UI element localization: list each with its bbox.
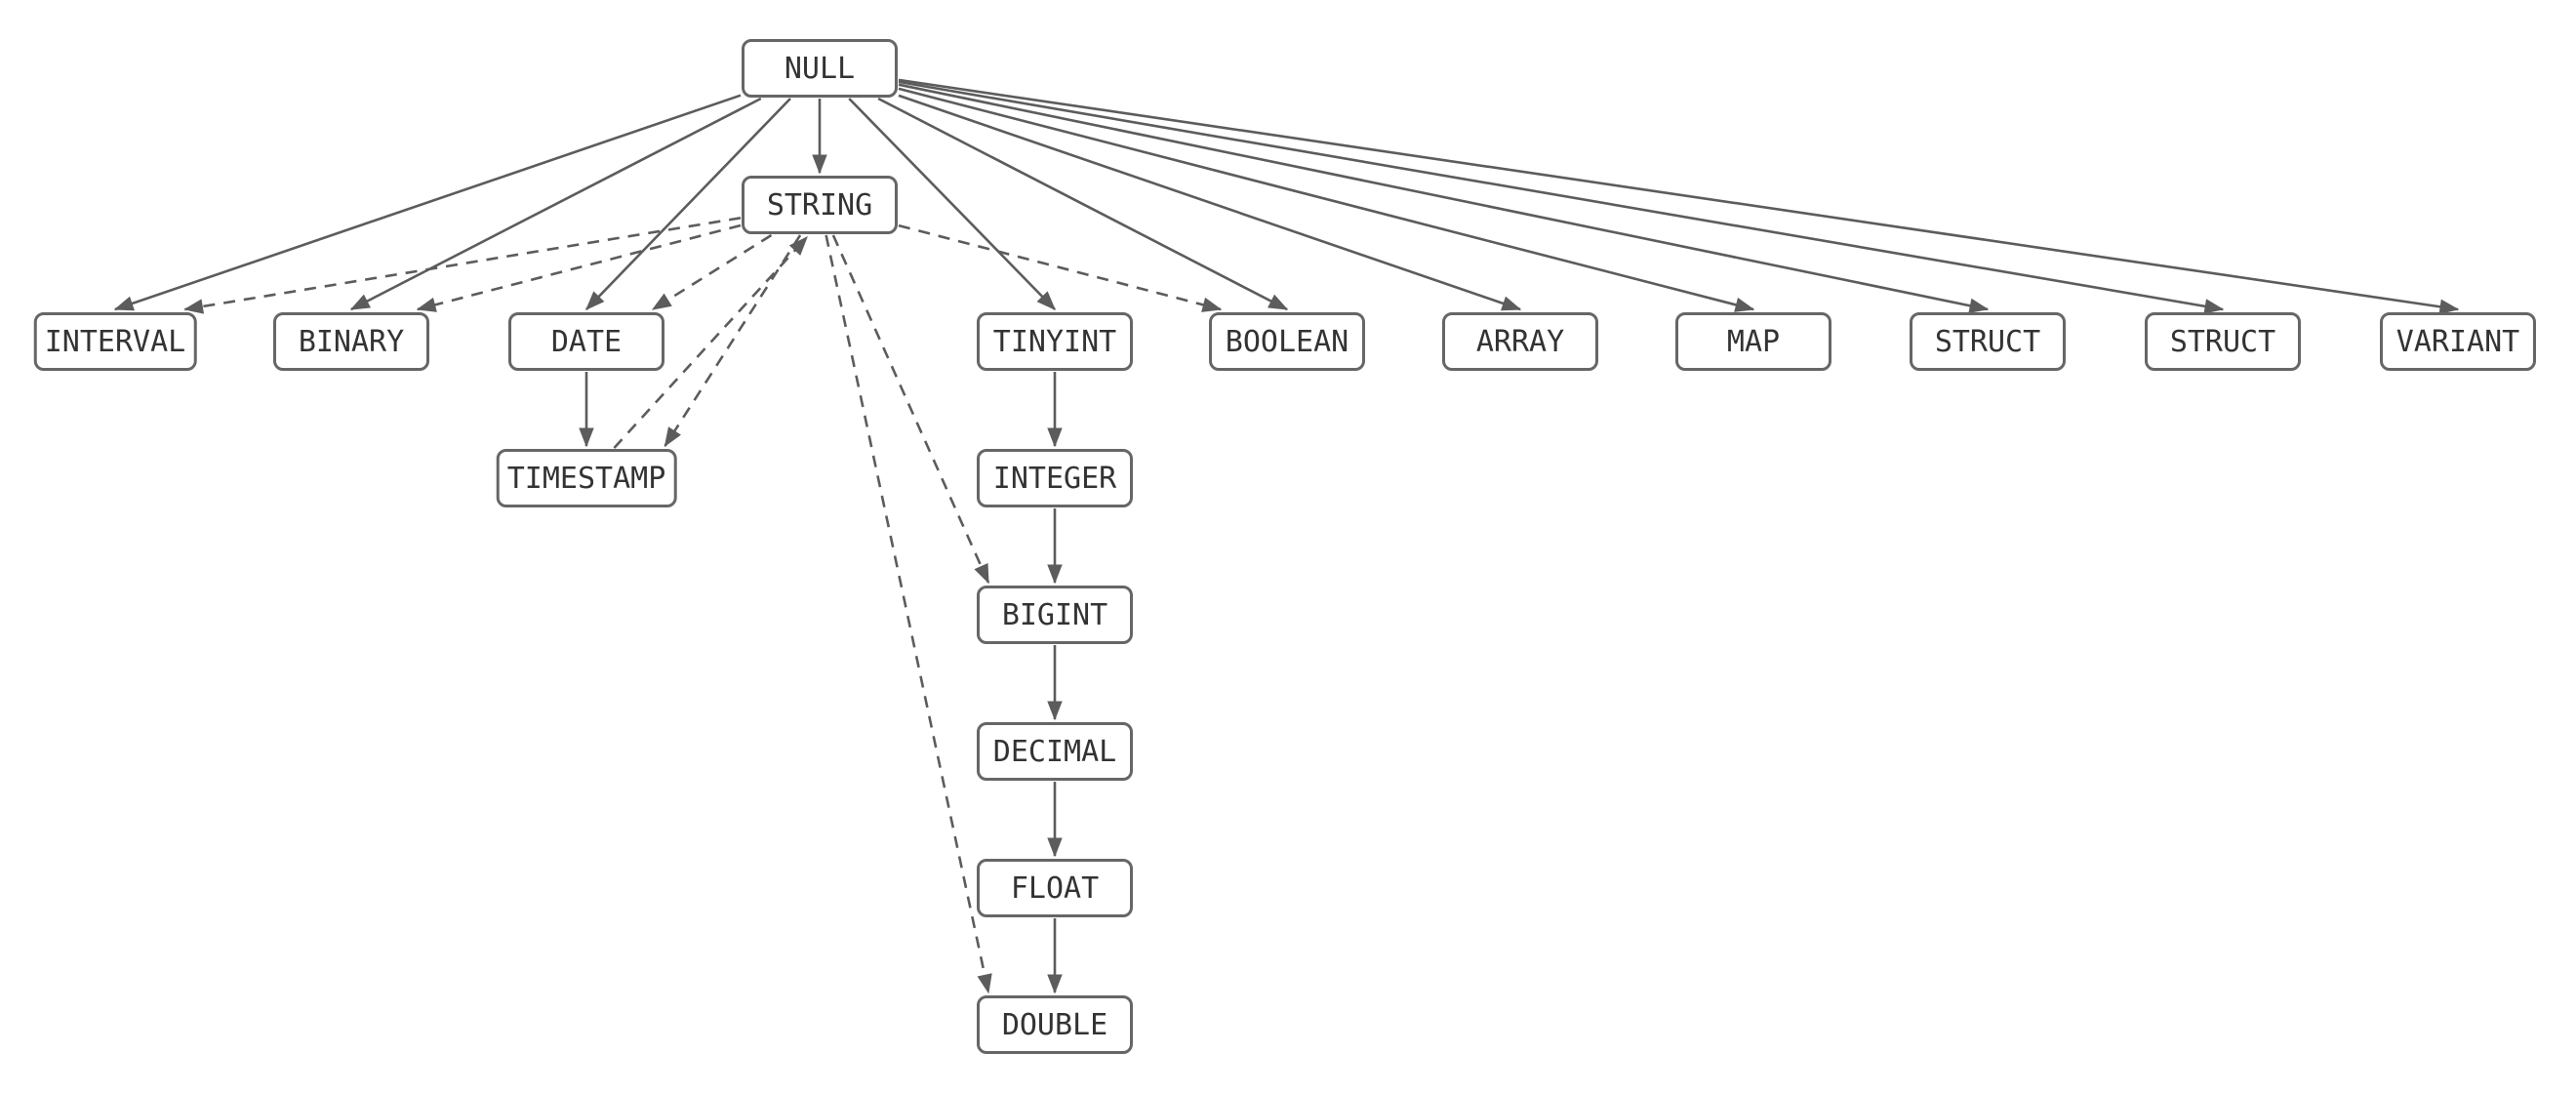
node-boolean: BOOLEAN [1209,312,1365,371]
edge-string-timestamp-dashed [664,234,802,448]
node-label: TINYINT [992,324,1117,359]
node-label: TIMESTAMP [506,461,666,496]
node-timestamp: TIMESTAMP [496,449,677,507]
edge-string-boolean-dashed [898,223,1223,312]
node-label: FLOAT [1010,870,1100,906]
edge-string-interval-dashed [183,217,742,314]
node-variant: VARIANT [2380,312,2536,371]
node-label: BIGINT [1001,597,1108,632]
node-null: NULL [742,39,898,98]
node-decimal: DECIMAL [977,722,1133,781]
edge-null-struct-1-solid [898,83,1990,313]
node-integer: INTEGER [977,449,1133,507]
edge-null-tinyint-solid [848,98,1056,310]
node-label: DOUBLE [1001,1007,1108,1042]
edge-string-double-dashed [825,234,992,994]
node-label: STRUCT [2169,324,2276,359]
node-label: MAP [1726,324,1781,359]
node-interval: INTERVAL [33,312,197,371]
node-binary: BINARY [273,312,429,371]
edge-null-variant-solid [898,78,2460,314]
node-struct-2: STRUCT [2145,312,2301,371]
node-label: NULL [784,51,856,86]
node-date: DATE [508,312,664,371]
node-double: DOUBLE [977,995,1133,1054]
node-label: INTERVAL [44,324,186,359]
edge-string-date-dashed [651,233,773,311]
edge-null-interval-solid [113,94,742,311]
node-string: STRING [742,176,898,234]
node-label: BOOLEAN [1225,324,1349,359]
edge-null-binary-solid [349,97,762,311]
node-array: ARRAY [1442,312,1598,371]
node-label: DECIMAL [992,734,1117,769]
node-bigint: BIGINT [977,586,1133,644]
edge-null-boolean-solid [877,97,1289,311]
edge-null-array-solid [898,94,1522,311]
edge-string-bigint-dashed [831,234,990,585]
node-label: DATE [550,324,623,359]
node-label: VARIANT [2395,324,2520,359]
node-label: STRUCT [1934,324,2041,359]
node-label: INTEGER [992,461,1117,496]
node-map: MAP [1675,312,1831,371]
edge-timestamp-string-dashed [613,235,808,449]
edge-string-binary-dashed [416,223,742,312]
edge-null-map-solid [898,87,1755,312]
node-tinyint: TINYINT [977,312,1133,371]
node-label: BINARY [298,324,405,359]
node-struct-1: STRUCT [1910,312,2066,371]
node-float: FLOAT [977,859,1133,917]
edge-null-date-solid [585,98,791,310]
edge-null-struct-2-solid [898,80,2225,314]
node-label: ARRAY [1475,324,1565,359]
node-label: STRING [766,187,873,223]
